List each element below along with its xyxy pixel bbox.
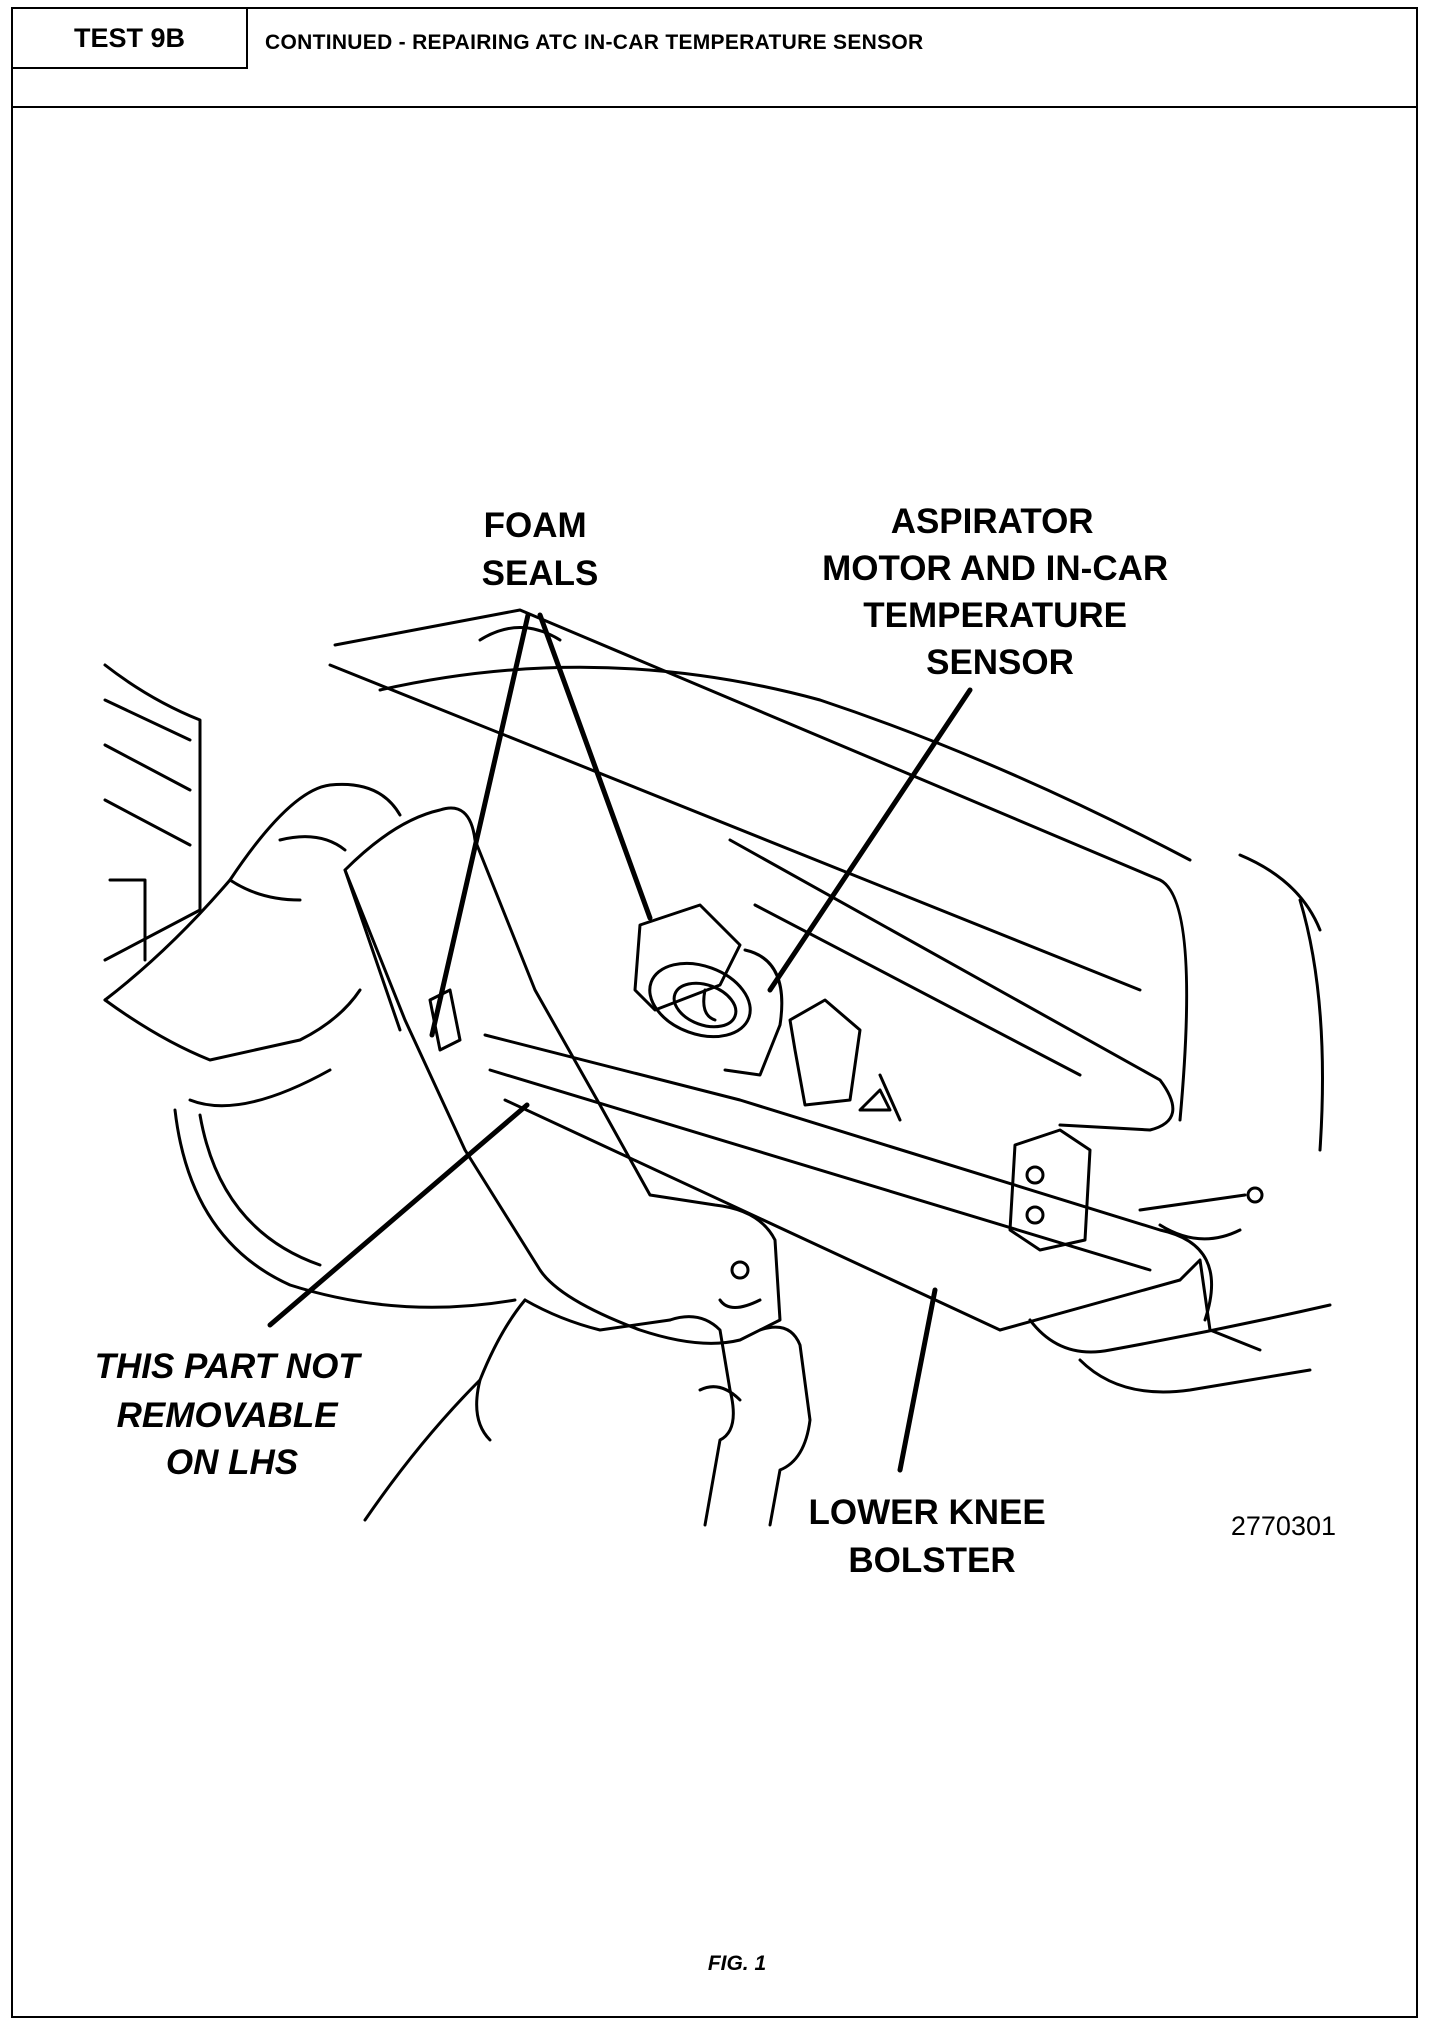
aspirator-line-2: MOTOR AND IN-CAR [822, 549, 1168, 588]
knee-bolster-line-2: BOLSTER [848, 1541, 1015, 1580]
test-number: TEST 9B [73, 22, 186, 53]
test-number-box: TEST 9B [13, 9, 248, 69]
foam-seals-line-1: FOAM [484, 506, 587, 545]
leader-lines [267, 612, 973, 1473]
aspirator-line-3: TEMPERATURE [863, 596, 1127, 635]
aspirator-line-1: ASPIRATOR [891, 502, 1094, 541]
aspirator-label: ASPIRATOR MOTOR AND IN-CAR TEMPERATURE S… [822, 502, 1178, 682]
not-removable-line-1: THIS PART NOT [95, 1347, 363, 1386]
foam-seal-leader-right [537, 612, 653, 921]
foam-seals-line-2: SEALS [482, 554, 599, 593]
not-removable-leader [267, 1102, 530, 1328]
aspirator-leader [767, 687, 973, 993]
header-bar: TEST 9B CONTINUED - REPAIRING ATC IN-CAR… [13, 9, 1416, 108]
not-removable-line-3: ON LHS [166, 1443, 298, 1482]
line-art [103, 608, 1332, 1527]
not-removable-label: THIS PART NOT REMOVABLE ON LHS [95, 1347, 370, 1482]
foam-seal-leader-left [429, 612, 531, 1038]
page-title: CONTINUED - REPAIRING ATC IN-CAR TEMPERA… [265, 31, 924, 54]
part-number: 2770301 [1231, 1511, 1336, 1541]
knee-bolster-leader [897, 1287, 938, 1473]
figure-caption: FIG. 1 [708, 1952, 766, 1975]
aspirator-line-4: SENSOR [926, 643, 1074, 682]
not-removable-line-2: REMOVABLE [117, 1396, 340, 1435]
knee-bolster-label: LOWER KNEE BOLSTER [809, 1493, 1056, 1580]
page-frame: TEST 9B CONTINUED - REPAIRING ATC IN-CAR… [11, 7, 1418, 2018]
foam-seals-label: FOAM SEALS [482, 506, 599, 593]
knee-bolster-line-1: LOWER KNEE [809, 1493, 1046, 1532]
